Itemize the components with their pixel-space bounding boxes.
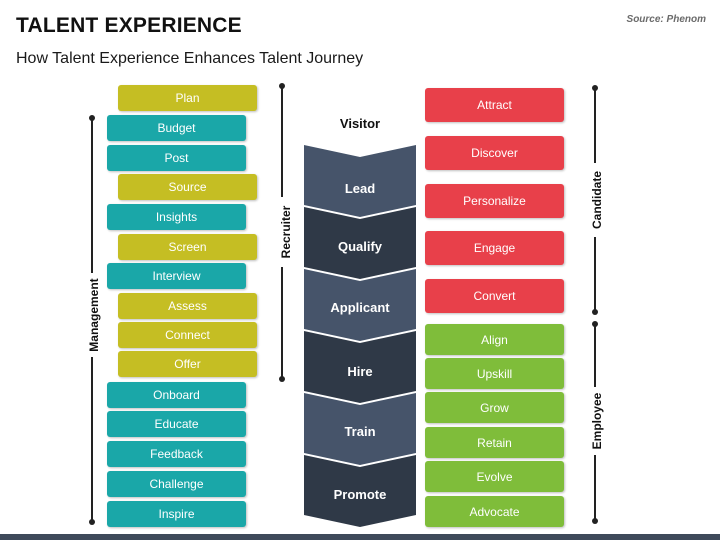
- candidate-pill-discover: Discover: [425, 136, 564, 170]
- candidate-pill-convert: Convert: [425, 279, 564, 313]
- employee-pill-advocate: Advocate: [425, 496, 564, 527]
- stage-chevron-qualify: [304, 207, 416, 279]
- employee-pill-align: Align: [425, 324, 564, 355]
- visitor-label: Visitor: [339, 116, 381, 131]
- stage-chevron-lead: [304, 145, 416, 217]
- recruiter-bracket-top-cap: [279, 83, 285, 89]
- activity-pill-screen: Screen: [118, 234, 257, 260]
- activity-pill-plan: Plan: [118, 85, 257, 111]
- source-note: Source: Phenom: [626, 14, 706, 25]
- page-title: TALENT EXPERIENCE: [16, 14, 242, 37]
- candidate-bracket-bottom-cap: [592, 309, 598, 315]
- stage-label-applicant: Applicant: [330, 300, 390, 315]
- activity-pill-inspire: Inspire: [107, 501, 246, 527]
- employee-pill-evolve: Evolve: [425, 461, 564, 492]
- employee-bracket-bottom-cap: [592, 518, 598, 524]
- stage-label-hire: Hire: [347, 364, 373, 379]
- stage-label-train: Train: [344, 424, 376, 439]
- employee-pill-grow: Grow: [425, 392, 564, 423]
- employee-label: Employee: [588, 387, 606, 455]
- stage-chevron-hire: [304, 331, 416, 403]
- stage-label-promote: Promote: [333, 487, 387, 502]
- candidate-label: Candidate: [588, 163, 606, 237]
- candidate-pill-engage: Engage: [425, 231, 564, 265]
- candidate-bracket-top-cap: [592, 85, 598, 91]
- page-subtitle: How Talent Experience Enhances Talent Jo…: [16, 50, 364, 67]
- activity-pill-onboard: Onboard: [107, 382, 246, 408]
- activity-pill-educate: Educate: [107, 411, 246, 437]
- stage-label-lead: Lead: [344, 181, 376, 196]
- footer-bar: [0, 534, 720, 540]
- activity-pill-connect: Connect: [118, 322, 257, 348]
- candidate-pill-attract: Attract: [425, 88, 564, 122]
- management-bracket-top-cap: [89, 115, 95, 121]
- activity-pill-source: Source: [118, 174, 257, 200]
- management-bracket-bottom-cap: [89, 519, 95, 525]
- activity-pill-challenge: Challenge: [107, 471, 246, 497]
- activity-pill-feedback: Feedback: [107, 441, 246, 467]
- activity-pill-budget: Budget: [107, 115, 246, 141]
- recruiter-bracket-bottom-cap: [279, 376, 285, 382]
- stage-label-qualify: Qualify: [337, 239, 383, 254]
- activity-pill-offer: Offer: [118, 351, 257, 377]
- activity-pill-post: Post: [107, 145, 246, 171]
- candidate-pill-personalize: Personalize: [425, 184, 564, 218]
- employee-pill-retain: Retain: [425, 427, 564, 458]
- employee-pill-upskill: Upskill: [425, 358, 564, 389]
- stage-chevron-promote: [304, 455, 416, 527]
- activity-pill-insights: Insights: [107, 204, 246, 230]
- stage-chevron-applicant: [304, 269, 416, 341]
- activity-pill-assess: Assess: [118, 293, 257, 319]
- stage-chevron-train: [304, 393, 416, 465]
- employee-bracket-top-cap: [592, 321, 598, 327]
- activity-pill-interview: Interview: [107, 263, 246, 289]
